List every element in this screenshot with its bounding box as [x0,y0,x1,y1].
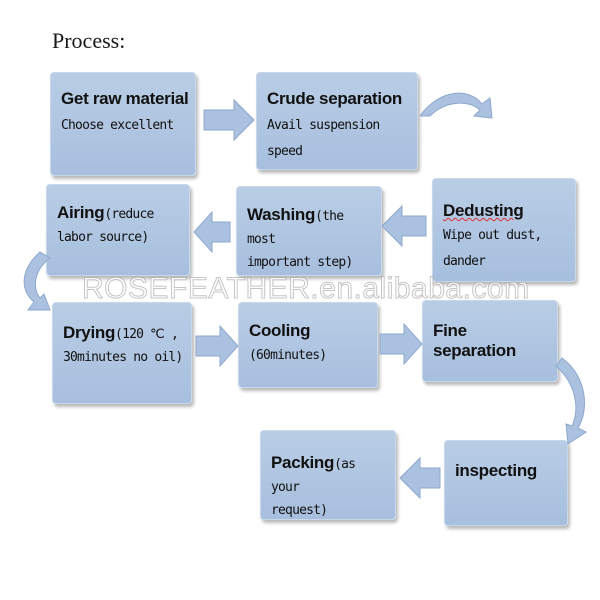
step-desc-2: important step) [247,254,353,270]
step-fine-separation: Fine separation [422,300,558,382]
step-title: Washing [247,205,316,224]
step-title: Cooling [249,321,311,340]
step-heading: Packing(as your [271,453,389,500]
step-washing: Washing(the most important step) [236,186,382,276]
step-desc: (reduce [104,207,154,222]
step-title: Drying [63,323,116,342]
step-desc: Avail suspension speed [267,118,380,159]
step-desc: (60minutes) [249,348,327,363]
step-heading: Airing(reduce [57,203,183,227]
step-airing: Airing(reduce labor source) [46,184,190,276]
arrow-right-icon [203,98,255,142]
process-title: Process: [52,28,126,53]
step-drying: Drying(120 ℃ , 30minutes no oil) [52,302,192,404]
curved-arrow-icon [419,92,493,119]
step-desc: Wipe out dust, dander [443,228,542,269]
step-desc: Choose excellent [61,118,174,133]
step-title: Packing [271,453,335,472]
curved-arrow-icon [555,357,587,445]
arrow-right-icon [379,322,423,366]
step-title: Get raw material [61,89,189,108]
arrow-left-icon [399,456,441,500]
step-heading: Drying(120 ℃ , [63,323,185,347]
step-desc-2: labor source) [57,229,149,245]
step-packing: Packing(as your request) [260,430,396,520]
step-heading: Washing(the most [247,205,375,252]
step-title: Fine separation [433,321,516,360]
step-title: Crude separation [267,89,403,108]
step-desc-2: request) [271,502,328,518]
step-inspecting: inspecting [444,440,568,526]
step-desc-2: 30minutes no oil) [63,349,183,365]
step-cooling: Cooling (60minutes) [238,302,378,388]
step-desc: (as your [271,457,356,495]
step-desc: (120 ℃ , [115,327,179,342]
step-crude-separation: Crude separation Avail suspension speed [256,72,418,170]
step-desc: (the most [247,209,344,247]
step-title: Dedusting [443,201,524,220]
step-get-raw-material: Get raw material Choose excellent [50,72,196,176]
watermark: ROSEFEATHER.en.alibaba.com [82,272,530,306]
step-title: inspecting [455,461,538,480]
arrow-left-icon [193,210,231,254]
curved-arrow-icon [23,251,51,311]
arrow-left-icon [381,204,427,248]
step-dedusting: Dedusting Wipe out dust, dander [432,178,576,282]
step-title: Airing [57,203,105,222]
arrow-right-icon [195,324,239,368]
